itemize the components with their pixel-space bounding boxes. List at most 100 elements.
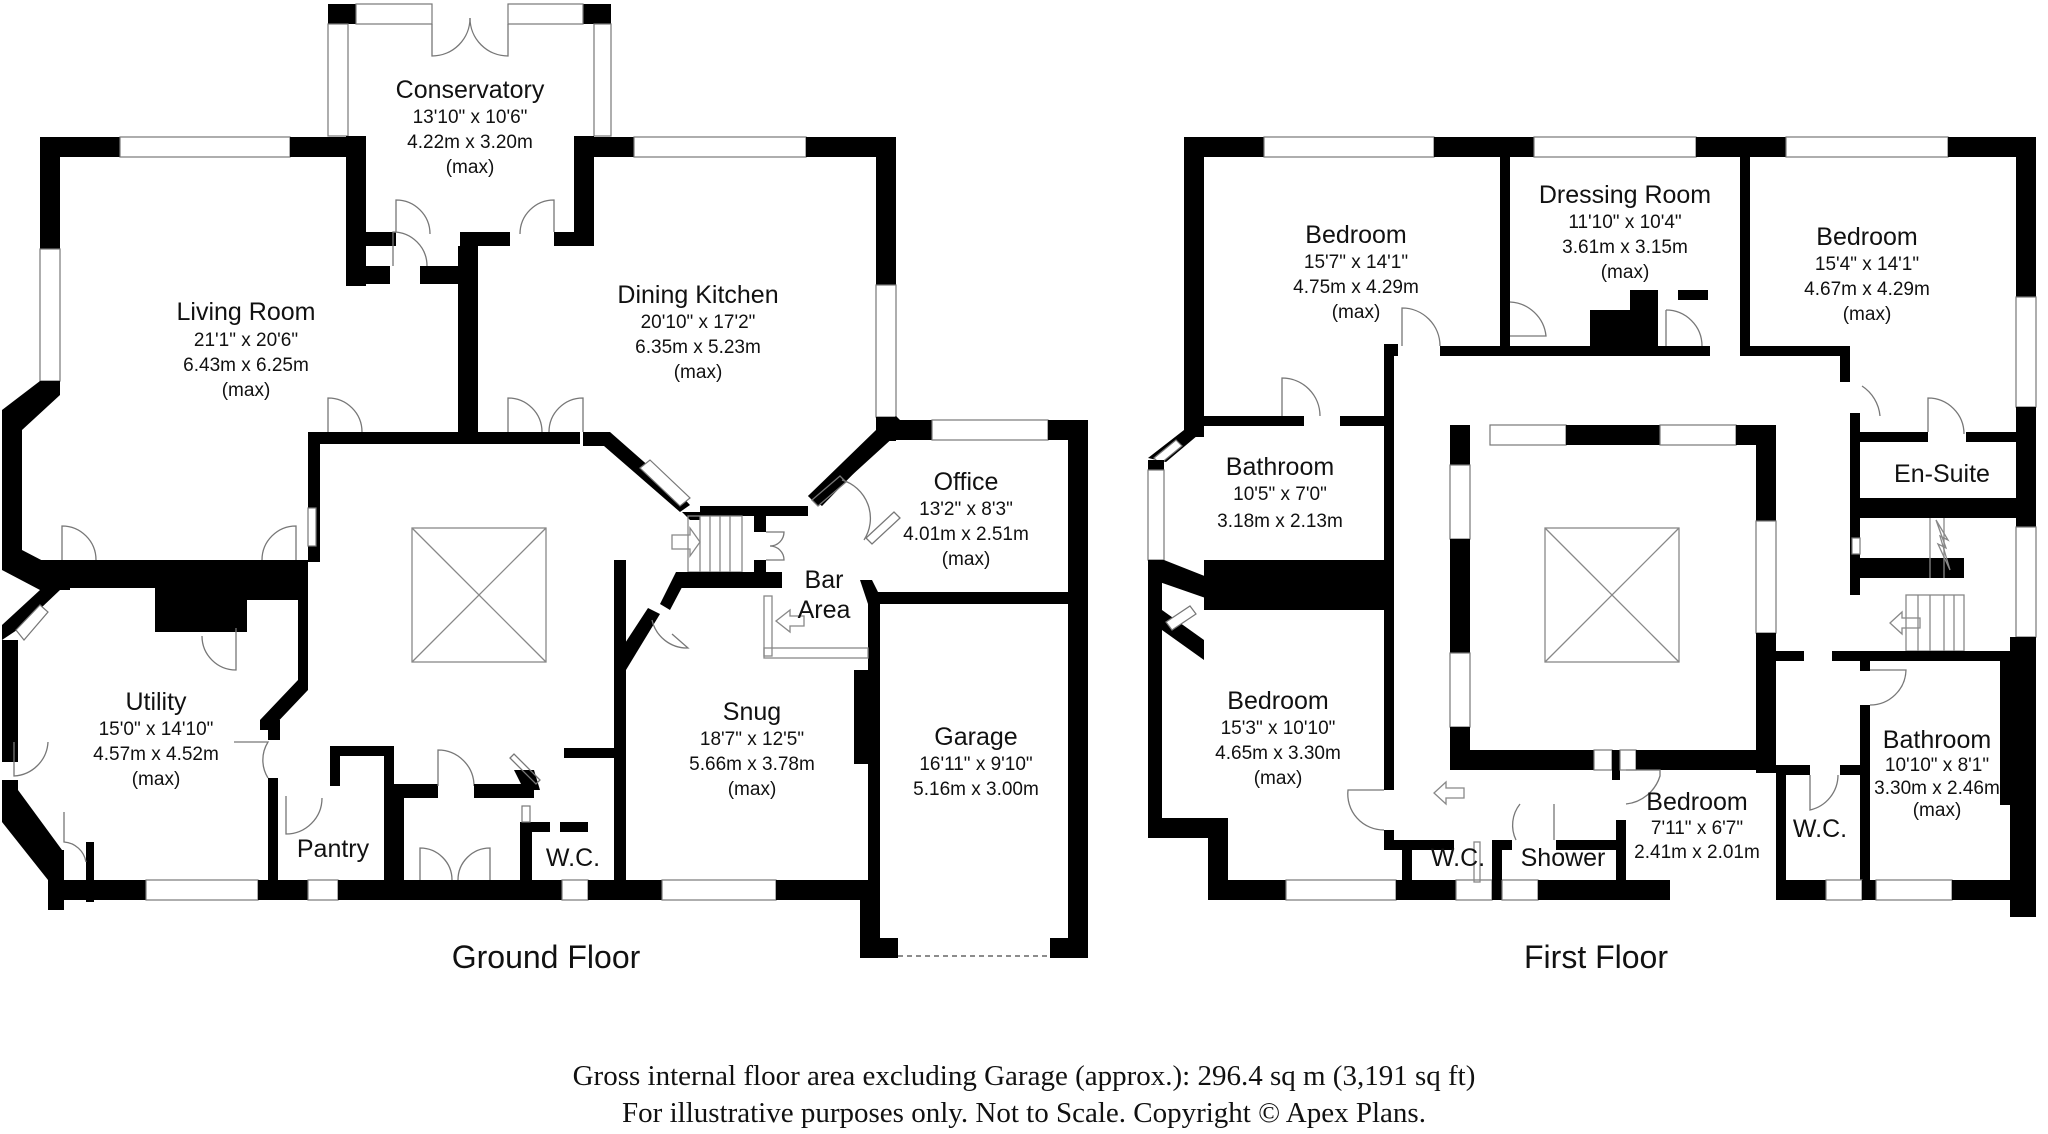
room-name: Bathroom [1883,726,1991,754]
room-bedroom-2: Bedroom 15'4" x 14'1" 4.67m x 4.29m (max… [1804,223,1930,325]
room-living-room: Living Room 21'1" x 20'6" 6.43m x 6.25m … [177,298,316,401]
room-name: Snug [723,698,781,726]
room-name: Utility [125,688,187,716]
room-imperial: 18'7" x 12'5" [700,729,804,750]
room-bathroom-2: Bathroom 10'10" x 8'1" 3.30m x 2.46m (ma… [1874,726,2000,821]
room-imperial: 15'3" x 10'10" [1221,718,1336,739]
room-bedroom-4: Bedroom 7'11" x 6'7" 2.41m x 2.01m [1634,788,1760,863]
room-bedroom-3: Bedroom 15'3" x 10'10" 4.65m x 3.30m (ma… [1215,687,1341,789]
room-name: Pantry [297,835,370,863]
first-floor-label: First Floor [1524,939,1668,975]
room-note: (max) [222,380,271,401]
room-imperial: 16'11" x 9'10" [919,754,1032,775]
room-metric: 3.61m x 3.15m [1562,237,1688,258]
utility-walls [2,580,498,910]
first-floor-plan [1147,136,2037,917]
room-name: Bathroom [1226,453,1334,481]
room-garage: Garage 16'11" x 9'10" 5.16m x 3.00m [913,723,1039,800]
room-note: (max) [674,362,723,383]
room-note: (max) [1913,800,1962,821]
room-wc-first-2: W.C. [1793,815,1847,843]
room-utility: Utility 15'0" x 14'10" 4.57m x 4.52m (ma… [93,688,219,790]
ground-floor-plan [2,3,1088,958]
room-labels: Conservatory 13'10" x 10'6" 4.22m x 3.20… [93,76,2000,872]
room-imperial: 15'7" x 14'1" [1304,252,1408,273]
room-metric: 2.41m x 2.01m [1634,842,1760,863]
snug-garage-walls [614,670,1088,958]
disclaimer-note: For illustrative purposes only. Not to S… [622,1097,1426,1129]
room-imperial: 10'10" x 8'1" [1885,755,1989,776]
room-dining-kitchen: Dining Kitchen 20'10" x 17'2" 6.35m x 5.… [617,281,778,383]
room-imperial: 11'10" x 10'4" [1568,212,1681,233]
living-room-walls [2,136,478,590]
room-name: W.C. [546,844,600,872]
room-name-line1: Bar [805,566,844,594]
hall-walls [307,397,700,562]
room-imperial: 15'0" x 14'10" [99,719,214,740]
room-dressing-room: Dressing Room 11'10" x 10'4" 3.61m x 3.1… [1539,181,1711,283]
room-name: Conservatory [396,76,545,104]
room-metric: 6.43m x 6.25m [183,355,309,376]
room-name-line2: Area [798,596,851,624]
room-name: Office [934,468,999,496]
room-metric: 3.30m x 2.46m [1874,778,2000,799]
room-pantry: Pantry [297,835,370,863]
room-en-suite: En-Suite [1894,460,1990,488]
floor-area-note: Gross internal floor area excluding Gara… [573,1060,1476,1092]
bar-office-walls [754,416,1088,950]
room-name: Dining Kitchen [617,281,778,309]
conservatory-walls [327,3,612,246]
room-name: En-Suite [1894,460,1990,488]
ground-void-marker [411,527,547,663]
room-metric: 5.66m x 3.78m [689,754,815,775]
room-note: (max) [132,769,181,790]
room-imperial: 10'5" x 7'0" [1233,484,1327,505]
room-imperial: 7'11" x 6'7" [1651,818,1743,839]
room-wc-first-1: W.C. [1431,844,1485,872]
room-name: Bedroom [1816,223,1917,251]
room-metric: 4.01m x 2.51m [903,524,1029,545]
room-note: (max) [1843,304,1892,325]
room-wc-ground: W.C. [546,844,600,872]
room-note: (max) [446,157,495,178]
room-metric: 4.75m x 4.29m [1293,277,1419,298]
room-name: Bedroom [1227,687,1328,715]
room-bar-area: Bar Area [798,566,851,624]
room-shower: Shower [1521,844,1606,872]
room-name: Shower [1521,844,1606,872]
room-metric: 3.18m x 2.13m [1217,511,1343,532]
room-name: Living Room [177,298,316,326]
room-note: (max) [1332,302,1381,323]
room-snug: Snug 18'7" x 12'5" 5.66m x 3.78m (max) [689,698,815,800]
room-name: Bedroom [1305,221,1406,249]
room-name: Garage [934,723,1017,751]
room-office: Office 13'2" x 8'3" 4.01m x 2.51m (max) [903,468,1029,570]
chimney-block [40,525,308,671]
room-metric: 5.16m x 3.00m [913,779,1039,800]
pantry-walls [285,746,394,880]
room-metric: 4.67m x 4.29m [1804,279,1930,300]
entrance-walls [394,560,690,901]
room-name: Bedroom [1646,788,1747,816]
room-bedroom-1: Bedroom 15'7" x 14'1" 4.75m x 4.29m (max… [1293,221,1419,323]
room-imperial: 20'10" x 17'2" [641,312,756,333]
room-imperial: 13'10" x 10'6" [413,107,528,128]
room-metric: 4.22m x 3.20m [407,132,533,153]
room-metric: 6.35m x 5.23m [635,337,761,358]
room-name: Dressing Room [1539,181,1711,209]
room-name: W.C. [1431,844,1485,872]
room-imperial: 13'2" x 8'3" [919,499,1013,520]
room-imperial: 21'1" x 20'6" [194,330,298,351]
first-void-marker [1544,527,1680,663]
room-conservatory: Conservatory 13'10" x 10'6" 4.22m x 3.20… [396,76,545,178]
room-bathroom-1: Bathroom 10'5" x 7'0" 3.18m x 2.13m [1217,453,1343,532]
ground-floor-label: Ground Floor [452,939,641,975]
room-metric: 4.57m x 4.52m [93,744,219,765]
room-note: (max) [1601,262,1650,283]
room-note: (max) [1254,768,1303,789]
room-name: W.C. [1793,815,1847,843]
room-metric: 4.65m x 3.30m [1215,743,1341,764]
room-imperial: 15'4" x 14'1" [1815,254,1919,275]
room-note: (max) [728,779,777,800]
